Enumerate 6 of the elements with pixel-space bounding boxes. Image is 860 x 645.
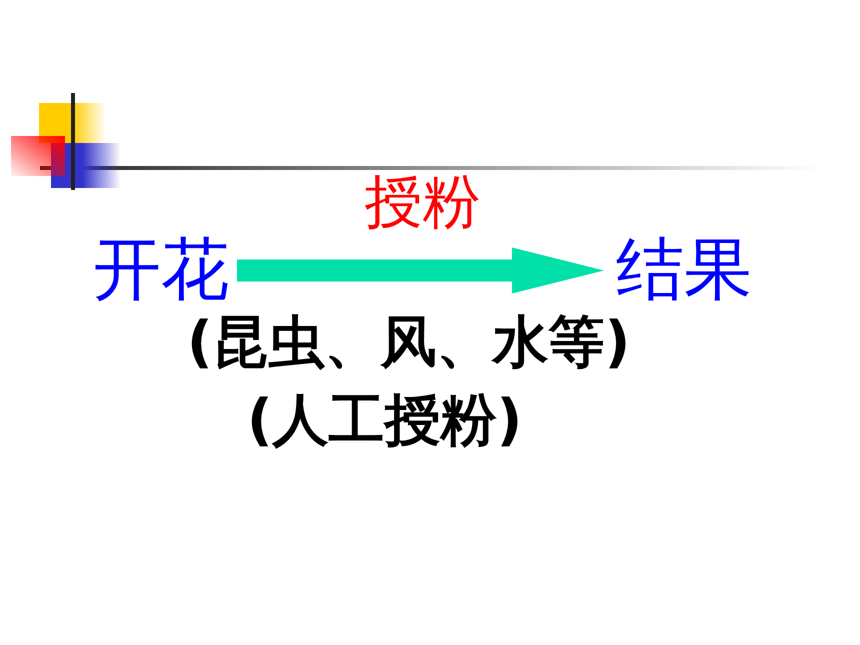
- note-text: (昆虫、风、水等): [187, 312, 630, 374]
- node-text: 开花: [92, 230, 228, 309]
- note-text: (人工授粉): [247, 390, 522, 452]
- edge-label: 授粉: [364, 167, 480, 235]
- node-text: 结果: [616, 230, 752, 309]
- arrow: [236, 247, 604, 293]
